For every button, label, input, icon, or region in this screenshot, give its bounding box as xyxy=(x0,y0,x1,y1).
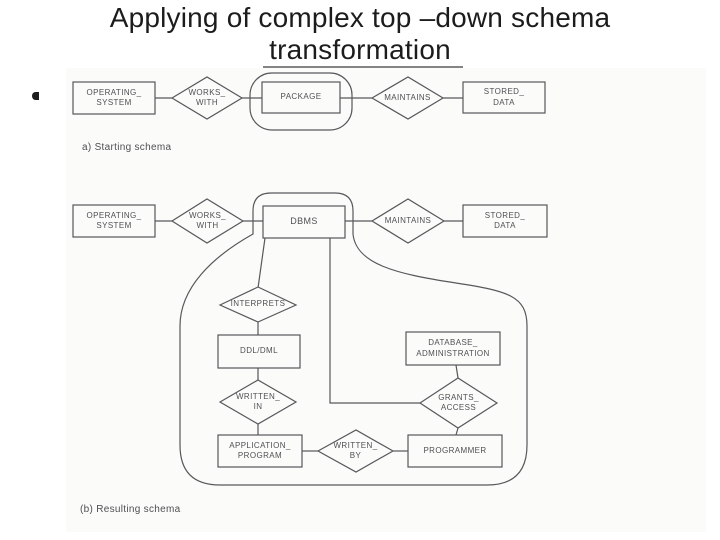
slide-title-line2: transformation xyxy=(269,34,451,66)
relationship-diamond-maintains-a xyxy=(370,76,445,120)
entity-box-operating-system-a xyxy=(72,81,156,115)
blob-outline xyxy=(179,192,528,486)
relationship-label-written-in: WRITTEN_ IN xyxy=(235,391,281,411)
relationship-diamond-works-with-b xyxy=(170,198,245,244)
entity-label-package-a: PACKAGE xyxy=(280,92,322,102)
entity-label-application-program: APPLICATION_ PROGRAM xyxy=(229,440,291,460)
relationship-label-works-with-b: WORKS_ WITH xyxy=(188,210,227,230)
entity-label-database-administration: DATABASE_ ADMINISTRATION xyxy=(416,338,490,358)
relationship-label-grants-access: GRANTS_ ACCESS xyxy=(438,392,479,412)
entity-label-dbms: DBMS xyxy=(290,216,318,227)
entity-box-stored-data-b xyxy=(462,204,548,238)
caption-starting-schema: a) Starting schema xyxy=(82,142,172,153)
entity-box-ddl-dml xyxy=(217,334,301,369)
relationship-diamond-interprets xyxy=(218,286,298,323)
relationship-label-maintains-b: MAINTAINS xyxy=(384,215,432,225)
entity-label-stored-data-a: STORED_ DATA xyxy=(483,87,525,107)
connector-dbms-grants-access xyxy=(329,238,420,404)
package-rounded-container xyxy=(249,72,353,131)
entity-label-operating-system-a: OPERATING_ SYSTEM xyxy=(86,87,142,107)
bullet-marker xyxy=(32,92,39,100)
entity-box-stored-data-a xyxy=(462,81,546,114)
slide-title-line1: Applying of complex top –down schema xyxy=(109,2,611,33)
relationship-label-works-with-a: WORKS_ WITH xyxy=(188,87,226,107)
entity-box-programmer xyxy=(407,434,503,468)
entity-box-operating-system-b xyxy=(72,204,156,238)
relationship-diamond-maintains-b xyxy=(370,198,446,244)
entity-box-application-program xyxy=(217,434,303,468)
caption-resulting-schema: (b) Resulting schema xyxy=(80,504,181,515)
relationship-label-written-by: WRITTEN_ BY xyxy=(333,440,378,460)
connector-dbms-interprets xyxy=(257,237,266,289)
scanned-diagram-image: OPERATING_ SYSTEM WORKS_ WITH PACKAGE MA… xyxy=(66,68,706,532)
relationship-label-interprets: INTERPRETS xyxy=(230,299,286,309)
relationship-diamond-written-by xyxy=(316,429,395,473)
entity-box-dbms xyxy=(262,205,346,239)
relationship-diamond-works-with-a xyxy=(170,76,244,120)
entity-label-programmer: PROGRAMMER xyxy=(423,445,487,455)
entity-label-stored-data-b: STORED_ DATA xyxy=(484,210,526,230)
entity-label-operating-system-b: OPERATING_ SYSTEM xyxy=(86,210,142,230)
relationship-diamond-written-in xyxy=(218,379,298,425)
entity-label-ddl-dml: DDL/DML xyxy=(240,346,278,356)
connector-grants-dbadmin xyxy=(455,364,459,379)
entity-box-package-a xyxy=(261,81,341,114)
relationship-label-maintains-a: MAINTAINS xyxy=(384,92,431,102)
relationship-diamond-grants-access xyxy=(418,377,499,429)
er-diagram-svg xyxy=(72,72,548,486)
entity-box-database-administration xyxy=(405,331,501,366)
slide-title: Applying of complex top –down schema tra… xyxy=(0,2,720,67)
connector-programmer-grants xyxy=(455,427,459,436)
scan-edge-artifact xyxy=(263,66,463,69)
